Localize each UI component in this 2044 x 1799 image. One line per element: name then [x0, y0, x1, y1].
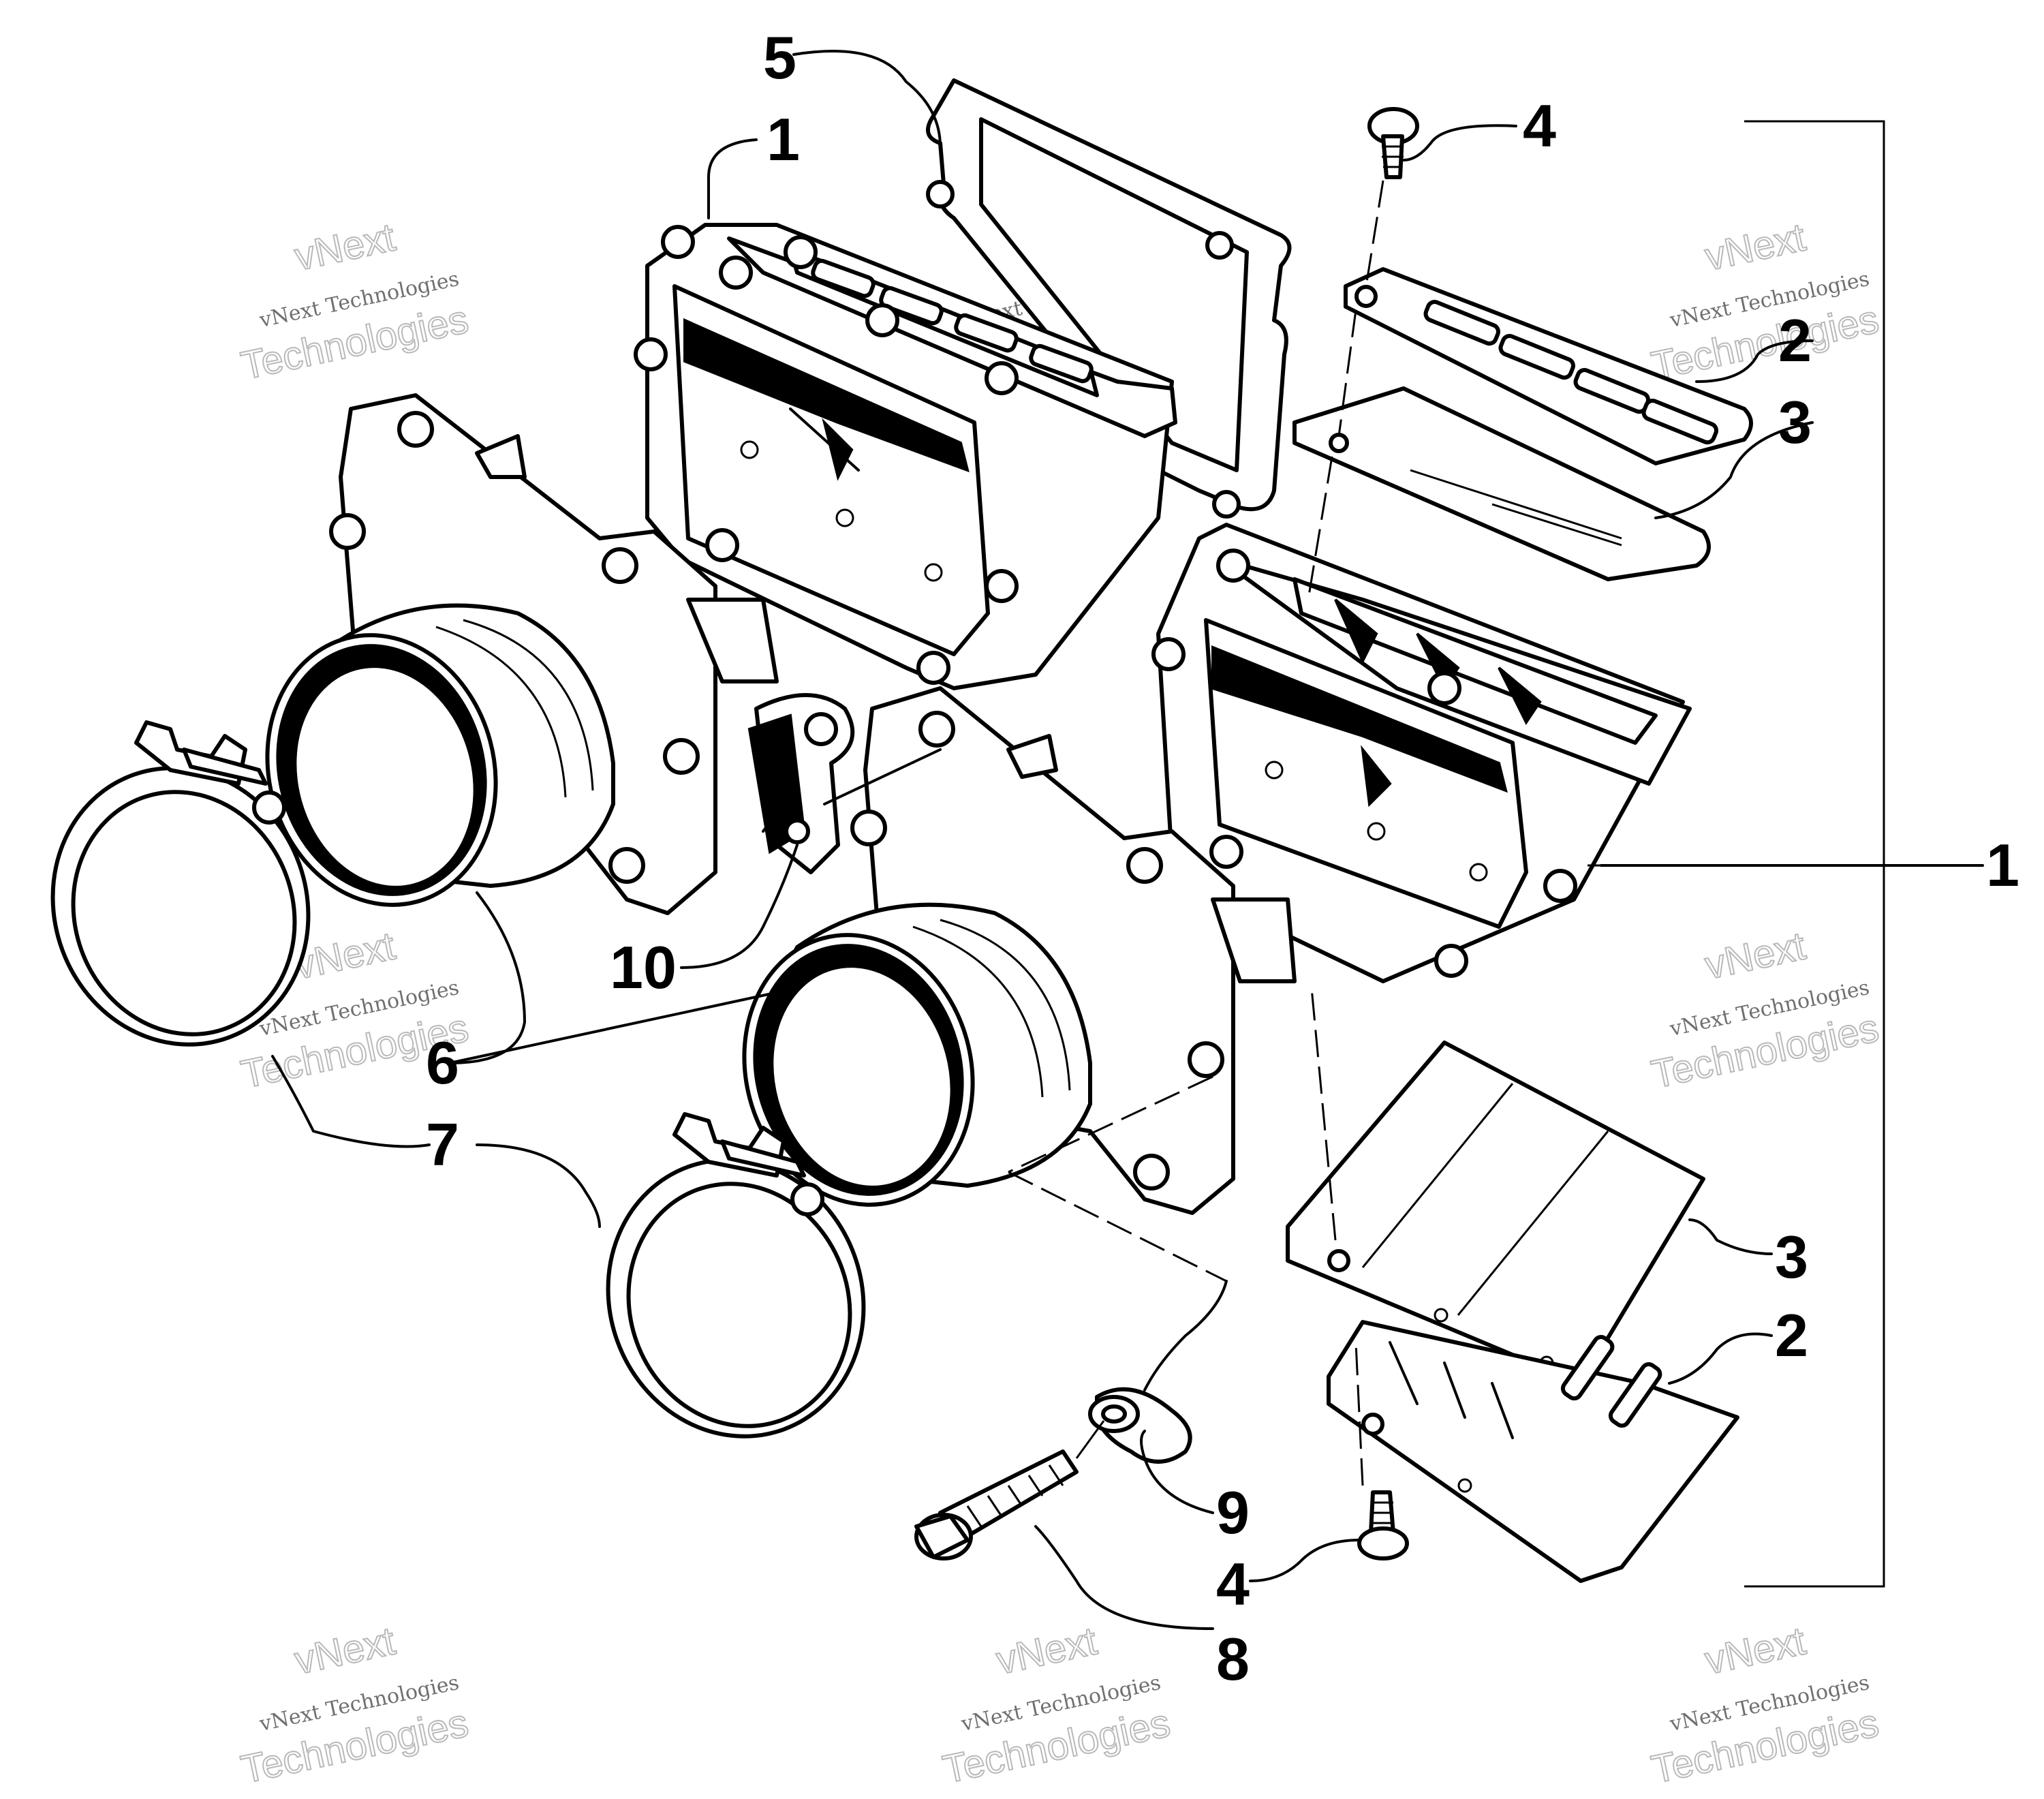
- upper-reed-stop: [1344, 267, 1753, 465]
- lower-reed-petal: [1286, 1041, 1705, 1385]
- upper-reed-petal: [1292, 386, 1711, 581]
- lower-hose-clamp: [606, 1112, 866, 1439]
- svg-text:vNext: vNext: [291, 1618, 399, 1682]
- upper-intake-flange: [265, 393, 779, 915]
- callout-5: 5: [763, 24, 796, 91]
- lower-reed-stop: [1327, 1320, 1739, 1583]
- svg-text:vNext: vNext: [1701, 923, 1810, 987]
- callout-3-top: 3: [1778, 388, 1812, 456]
- callout-6: 6: [426, 1029, 459, 1096]
- callout-7: 7: [426, 1111, 459, 1178]
- lower-reed-cage: [1151, 523, 1692, 983]
- upper-reed-cage: [634, 223, 1177, 690]
- callout-10: 10: [610, 934, 677, 1001]
- watermark-8: vNext vNext Technologies Technologies: [938, 1618, 1175, 1792]
- svg-text:vNext: vNext: [993, 1618, 1101, 1682]
- callout-labels: 5 1 4 2 3 1 10 6 7 3 2 9 4 8: [426, 24, 2019, 1693]
- callout-8: 8: [1216, 1625, 1250, 1693]
- leader-lines: [271, 50, 1984, 1630]
- upper-hose-clamp: [50, 720, 311, 1047]
- lower-intake-flange: [742, 686, 1297, 1215]
- lower-screw: [1357, 1490, 1409, 1560]
- tab-washer: [1088, 1387, 1192, 1464]
- watermark-7: vNext vNext Technologies Technologies: [236, 1618, 473, 1792]
- upper-screw: [1367, 107, 1419, 179]
- assembly-bracket: [1744, 120, 1885, 1588]
- callout-1-right: 1: [1986, 831, 2019, 899]
- callout-2-top: 2: [1778, 307, 1812, 374]
- watermark-1: vNext vNext Technologies Technologies: [236, 214, 473, 388]
- watermark-9: vNext vNext Technologies Technologies: [1647, 1618, 1883, 1792]
- watermark-6: vNext vNext Technologies Technologies: [1647, 923, 1883, 1097]
- svg-text:vNext: vNext: [291, 215, 399, 279]
- callout-4-top: 4: [1523, 92, 1556, 159]
- callout-1-top: 1: [766, 106, 800, 173]
- svg-text:vNext: vNext: [1701, 215, 1810, 279]
- cable-clip: [747, 693, 855, 874]
- svg-text:vNext: vNext: [1701, 1618, 1810, 1682]
- callout-9: 9: [1216, 1479, 1250, 1546]
- callout-2-bottom: 2: [1775, 1302, 1808, 1369]
- callout-4-bottom: 4: [1216, 1550, 1250, 1618]
- callout-3-bottom: 3: [1775, 1223, 1808, 1291]
- flange-bolt: [914, 1449, 1079, 1560]
